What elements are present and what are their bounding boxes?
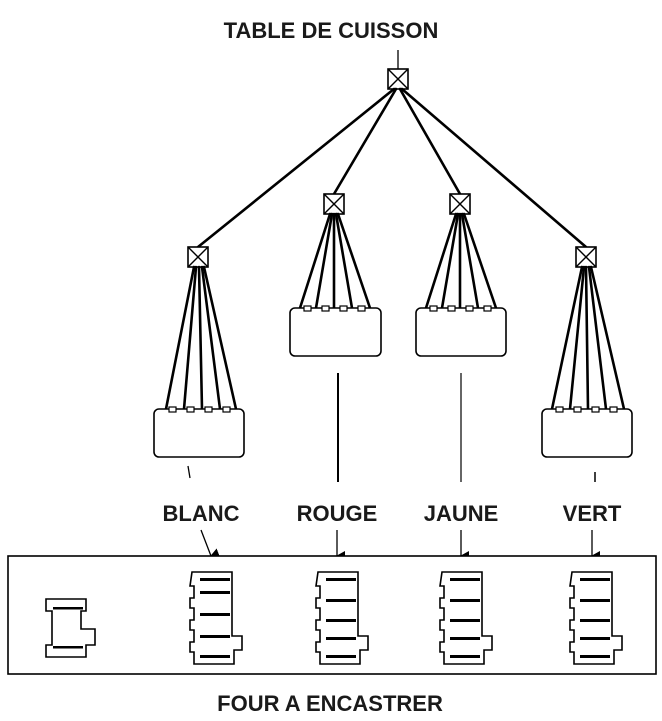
title-table-de-cuisson: TABLE DE CUISSON — [224, 18, 439, 43]
socket-blanc-icon — [189, 571, 243, 665]
socket-rouge-icon — [315, 571, 369, 665]
leader-lines — [187, 373, 596, 482]
arrows — [200, 529, 600, 561]
socket-jaune-icon — [439, 571, 493, 665]
fan-wires-vert — [550, 265, 626, 411]
label-vert: VERT — [563, 501, 622, 526]
fan-wires-blanc — [164, 265, 238, 411]
label-rouge: ROUGE — [297, 501, 378, 526]
fan-wires-rouge — [298, 212, 372, 310]
connector-blanc — [153, 406, 245, 458]
title-four-a-encastrer: FOUR A ENCASTRER — [217, 691, 443, 716]
connector-jaune — [415, 305, 507, 357]
junction-blanc-icon — [187, 246, 209, 268]
socket-vert-icon — [569, 571, 623, 665]
label-blanc: BLANC — [163, 501, 240, 526]
label-jaune: JAUNE — [424, 501, 499, 526]
junction-vert-icon — [575, 246, 597, 268]
fan-wires-jaune — [424, 212, 498, 310]
junction-jaune-icon — [449, 193, 471, 215]
junction-rouge-icon — [323, 193, 345, 215]
connector-vert — [541, 406, 633, 458]
connector-rouge — [289, 305, 382, 357]
terminal-block-icon — [45, 598, 96, 658]
main-cables — [196, 87, 588, 249]
top-junction-icon — [387, 50, 409, 90]
